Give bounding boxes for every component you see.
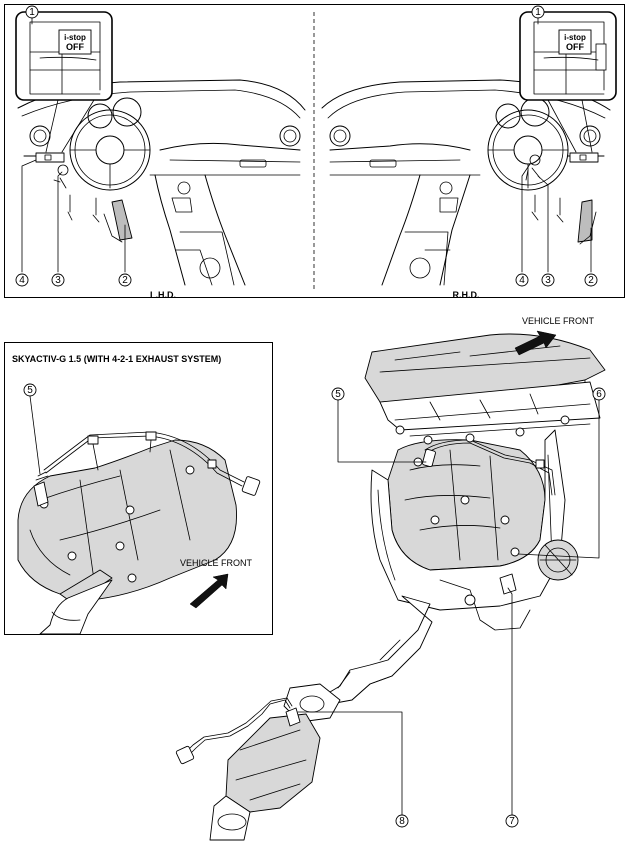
inset-title: SKYACTIV-G 1.5 (WITH 4-2-1 EXHAUST SYSTE… bbox=[12, 354, 221, 364]
svg-text:8: 8 bbox=[399, 816, 405, 827]
svg-text:1: 1 bbox=[535, 7, 541, 18]
inset-vehicle-front-label: VEHICLE FRONT bbox=[180, 558, 253, 568]
svg-text:5: 5 bbox=[335, 389, 341, 400]
svg-text:4: 4 bbox=[19, 275, 25, 286]
rhd-switch-zoom bbox=[519, 11, 617, 153]
rhd-switch-text-istop: i-stop bbox=[564, 33, 586, 42]
exhaust-system bbox=[175, 595, 433, 841]
callout-4-rhd: 4 bbox=[515, 273, 529, 287]
callout-8-engine: 8 bbox=[395, 814, 409, 828]
svg-text:4: 4 bbox=[519, 275, 525, 286]
engine-leaders bbox=[297, 399, 600, 816]
callout-1-rhd: 1 bbox=[531, 5, 545, 19]
svg-text:6: 6 bbox=[596, 389, 602, 400]
callout-7-engine: 7 bbox=[505, 814, 519, 828]
svg-text:1: 1 bbox=[29, 7, 35, 18]
rhd-label: R.H.D. bbox=[453, 290, 480, 300]
svg-text:3: 3 bbox=[55, 275, 61, 286]
callout-2-lhd: 2 bbox=[118, 273, 132, 287]
svg-text:7: 7 bbox=[509, 816, 515, 827]
top-panel-frame bbox=[4, 4, 625, 298]
engine-vehicle-front-arrow bbox=[514, 330, 557, 356]
callout-3-lhd: 3 bbox=[51, 273, 65, 287]
lhd-switch-text-istop: i-stop bbox=[64, 33, 86, 42]
rhd-switch-text-off: OFF bbox=[566, 42, 584, 52]
rhd-dashboard bbox=[321, 79, 611, 286]
svg-text:3: 3 bbox=[545, 275, 551, 286]
callout-5-inset: 5 bbox=[23, 383, 37, 397]
top-panel bbox=[4, 4, 625, 298]
lhd-switch-zoom bbox=[15, 11, 113, 153]
callout-4-lhd: 4 bbox=[15, 273, 29, 287]
inset-box: SKYACTIV-G 1.5 (WITH 4-2-1 EXHAUST SYSTE… bbox=[4, 342, 273, 635]
lhd-label: L.H.D. bbox=[150, 290, 176, 300]
callout-2-rhd: 2 bbox=[584, 273, 598, 287]
svg-text:2: 2 bbox=[122, 275, 128, 286]
svg-text:2: 2 bbox=[588, 275, 594, 286]
lhd-switch-text-off: OFF bbox=[66, 42, 84, 52]
engine-vehicle-front-label: VEHICLE FRONT bbox=[522, 316, 595, 326]
engine-assembly bbox=[364, 333, 606, 631]
inset-vehicle-front-arrow bbox=[189, 573, 229, 609]
callout-3-rhd: 3 bbox=[541, 273, 555, 287]
callout-5-engine: 5 bbox=[331, 387, 345, 401]
callout-6-engine: 6 bbox=[592, 387, 606, 401]
svg-text:5: 5 bbox=[27, 385, 33, 396]
callout-1-lhd: 1 bbox=[25, 5, 39, 19]
lhd-dashboard bbox=[17, 79, 306, 286]
top-leaders bbox=[21, 9, 592, 273]
